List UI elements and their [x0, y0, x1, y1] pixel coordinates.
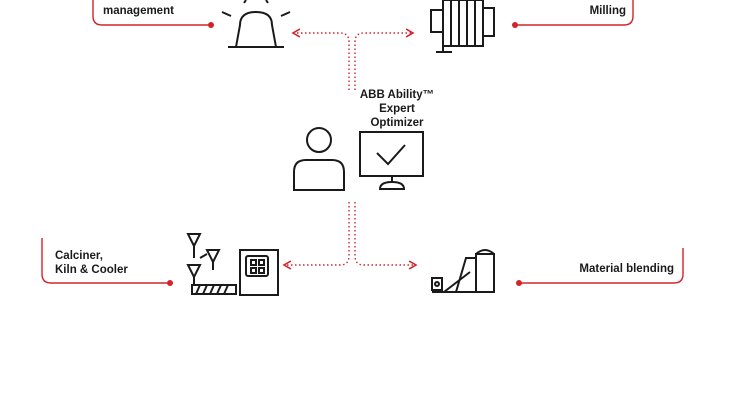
blending-silo-icon [431, 249, 495, 293]
label-bottom-left: Calciner, Kiln & Cooler [55, 249, 128, 277]
label-top-right: Milling [540, 4, 626, 18]
bracket-dot-bottom-left [167, 280, 173, 286]
mill-icon [430, 0, 495, 53]
label-bottom-left-line-1: Calciner, [55, 250, 103, 262]
center-label-line-1: ABB Ability™ [359, 89, 435, 101]
kiln-control-panel-icon [186, 233, 279, 296]
label-bottom-left-line-2: Kiln & Cooler [55, 264, 128, 276]
bracket-bottom-left [41, 238, 170, 284]
callout-brackets [41, 0, 684, 286]
bracket-dot-bottom-right [516, 280, 522, 286]
bracket-dot-top-right [512, 22, 518, 28]
connector-vertical-bottom-left [282, 202, 350, 270]
center-label-line-2: Expert [379, 103, 415, 115]
connector-vertical-bottom-right [354, 202, 418, 270]
label-top-left-line-1: management [103, 5, 174, 17]
connector-vertical-top-right [354, 28, 415, 90]
center-label: ABB Ability™ Expert Optimizer [352, 88, 442, 130]
label-top-left: management [103, 4, 174, 18]
label-top-right-line-1: Milling [589, 5, 626, 17]
operator-icon [293, 127, 345, 191]
bracket-top-left [92, 0, 211, 26]
connector-vertical-top-left [291, 28, 350, 90]
bracket-bottom-right [519, 248, 684, 284]
bracket-top-right [515, 0, 634, 26]
label-bottom-right-line-1: Material blending [579, 263, 674, 275]
center-label-line-3: Optimizer [370, 117, 424, 129]
bracket-dot-top-left [208, 22, 214, 28]
connectors [282, 28, 418, 270]
label-bottom-right: Material blending [560, 262, 674, 276]
monitor-checkmark-icon [359, 131, 424, 190]
alarm-beacon-icon [221, 0, 291, 48]
